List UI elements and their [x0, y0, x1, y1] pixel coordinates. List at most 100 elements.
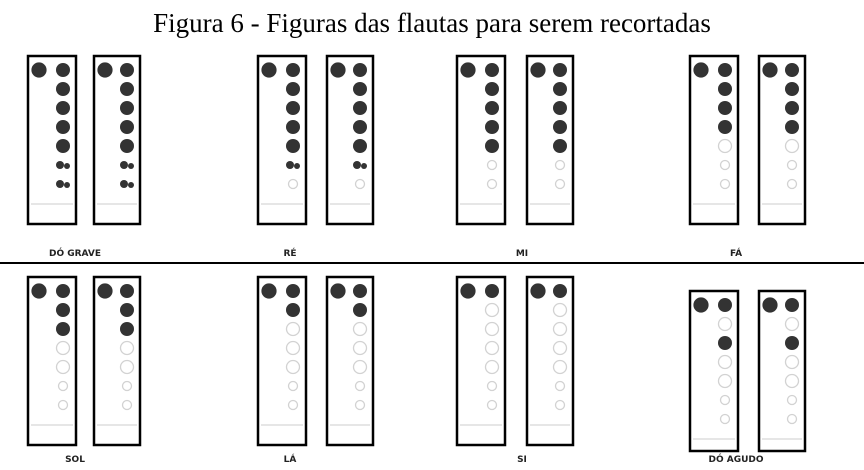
flute-border — [455, 275, 507, 447]
hole-open — [717, 316, 733, 332]
note-label: DÓ GRAVE — [49, 247, 101, 259]
flute-card — [92, 54, 142, 226]
hole-covered — [56, 322, 70, 336]
flute-border — [256, 275, 308, 447]
flute-card — [325, 275, 375, 447]
hole-covered — [286, 82, 300, 96]
thumb-hole — [261, 283, 277, 299]
hole-open — [554, 159, 566, 171]
flute-card — [256, 54, 308, 226]
flute-border — [26, 54, 78, 226]
hole-open — [486, 178, 498, 190]
hole-covered — [485, 139, 499, 153]
flute-border — [525, 54, 575, 226]
note-group-1: DÓ GRAVE — [26, 54, 142, 259]
hole-covered — [785, 336, 799, 350]
hole-half-small — [128, 163, 134, 169]
hole-open — [786, 394, 798, 406]
hole-open — [717, 354, 733, 370]
hole-open — [285, 340, 301, 356]
hole-covered — [120, 322, 134, 336]
flute-card — [455, 54, 507, 226]
hole-covered — [718, 101, 732, 115]
hole-open — [552, 321, 568, 337]
thumb-hole — [693, 62, 709, 78]
hole-covered — [785, 120, 799, 134]
hole-open — [717, 373, 733, 389]
hole-open — [57, 380, 69, 392]
hole-open — [55, 359, 71, 375]
hole-covered — [718, 120, 732, 134]
note-label: SOL — [65, 455, 85, 465]
hole-covered — [485, 101, 499, 115]
hole-open — [717, 138, 733, 154]
note-group-3: MI — [455, 54, 575, 259]
top-hole — [718, 63, 732, 77]
hole-half-large — [56, 161, 64, 169]
note-label: MI — [516, 249, 528, 259]
top-hole — [553, 63, 567, 77]
hole-covered — [553, 120, 567, 134]
thumb-hole — [330, 283, 346, 299]
hole-covered — [120, 120, 134, 134]
hole-half-small — [361, 163, 367, 169]
hole-covered — [120, 139, 134, 153]
note-group-7: SI — [455, 275, 575, 465]
hole-covered — [353, 82, 367, 96]
top-hole — [120, 284, 134, 298]
top-hole — [353, 284, 367, 298]
hole-covered — [553, 139, 567, 153]
hole-covered — [485, 120, 499, 134]
flute-border — [92, 275, 142, 447]
flute-border — [325, 54, 375, 226]
hole-open — [121, 399, 133, 411]
flute-card — [26, 54, 78, 226]
hole-covered — [353, 120, 367, 134]
flute-card — [757, 54, 807, 226]
hole-half-small — [64, 163, 70, 169]
top-hole — [286, 284, 300, 298]
hole-covered — [553, 82, 567, 96]
hole-open — [786, 178, 798, 190]
note-label: FÁ — [730, 247, 742, 259]
hole-covered — [56, 303, 70, 317]
hole-open — [57, 399, 69, 411]
hole-half-large — [353, 161, 361, 169]
top-hole — [485, 63, 499, 77]
hole-half-large — [120, 180, 128, 188]
thumb-hole — [460, 283, 476, 299]
hole-covered — [286, 120, 300, 134]
hole-open — [55, 340, 71, 356]
hole-open — [784, 354, 800, 370]
hole-open — [719, 394, 731, 406]
top-hole — [785, 63, 799, 77]
hole-open — [486, 380, 498, 392]
hole-covered — [56, 101, 70, 115]
top-hole — [56, 284, 70, 298]
hole-open — [121, 380, 133, 392]
hole-half-large — [56, 180, 64, 188]
hole-open — [285, 321, 301, 337]
top-hole — [120, 63, 134, 77]
hole-covered — [56, 139, 70, 153]
flute-border — [525, 275, 575, 447]
hole-covered — [286, 303, 300, 317]
hole-half-large — [120, 161, 128, 169]
note-group-6: LÁ — [256, 275, 375, 465]
hole-open — [786, 413, 798, 425]
flute-border — [757, 54, 807, 226]
hole-covered — [120, 82, 134, 96]
hole-open — [352, 359, 368, 375]
thumb-hole — [460, 62, 476, 78]
flute-card — [525, 275, 575, 447]
hole-half-small — [64, 182, 70, 188]
flute-card — [757, 289, 807, 453]
thumb-hole — [31, 62, 47, 78]
figure-title: Figura 6 - Figuras das flautas para sere… — [153, 8, 711, 38]
hole-open — [352, 340, 368, 356]
hole-open — [552, 340, 568, 356]
hole-open — [287, 399, 299, 411]
hole-open — [486, 399, 498, 411]
hole-covered — [286, 139, 300, 153]
